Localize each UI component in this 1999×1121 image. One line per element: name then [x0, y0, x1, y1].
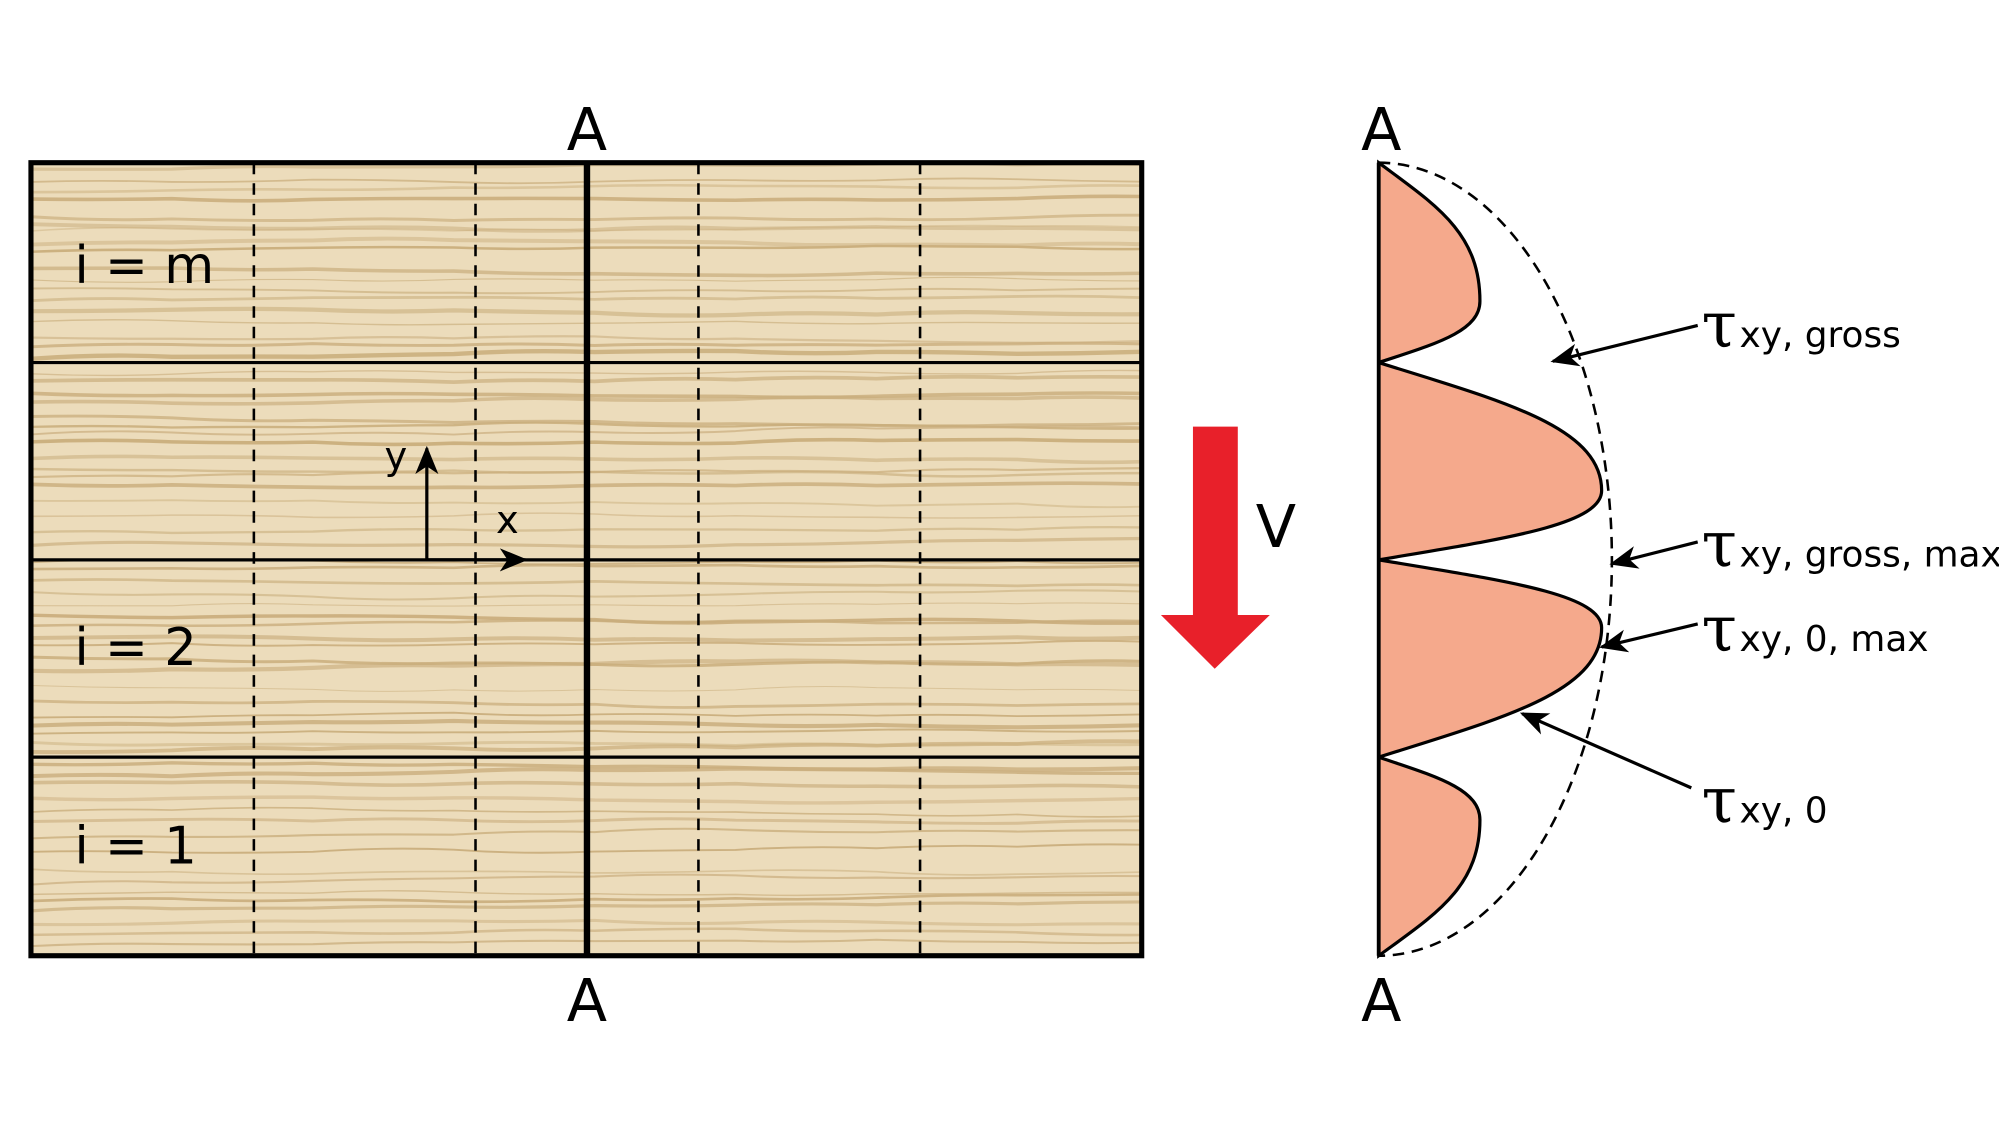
grain-line	[30, 900, 1142, 913]
grain-line	[30, 276, 1142, 283]
grain-line	[30, 306, 1142, 318]
y-axis-label: y	[385, 434, 408, 479]
grain-line	[30, 236, 1142, 248]
grain-line	[30, 194, 1142, 203]
wood-grain	[30, 162, 1142, 948]
grain-line	[30, 525, 1142, 535]
grain-line	[30, 391, 1142, 400]
grain-line	[30, 806, 1142, 818]
clt-panel: i = m i = 2 i = 1	[28, 160, 1145, 959]
grain-line	[30, 287, 1142, 295]
grain-line	[30, 918, 1142, 927]
label-tau-xy-gross-max: τxy, gross, max	[1702, 508, 1999, 582]
grain-line	[30, 294, 1142, 303]
grain-line	[30, 766, 1142, 779]
grain-line	[30, 454, 1142, 465]
grain-line	[30, 213, 1142, 222]
grain-line	[30, 699, 1142, 709]
grain-line	[30, 780, 1142, 789]
layer-label-2: i = 2	[75, 618, 197, 678]
grain-line	[30, 481, 1142, 490]
grain-line	[30, 739, 1142, 754]
grain-line	[30, 335, 1142, 344]
grain-line	[30, 348, 1142, 362]
label-tau-xy-0: τxy, 0	[1702, 764, 1828, 838]
grain-line	[30, 369, 1142, 377]
shear-force-label: V	[1256, 492, 1296, 561]
grain-line	[30, 634, 1142, 643]
grain-line	[30, 639, 1142, 647]
grain-line	[30, 728, 1142, 735]
layer-label-1: i = 1	[75, 816, 197, 876]
grain-line	[30, 563, 1142, 571]
grain-line	[30, 512, 1142, 519]
coordinate-axes	[415, 445, 529, 572]
grain-line	[30, 437, 1142, 447]
grain-line	[30, 827, 1142, 840]
grain-line	[30, 873, 1142, 886]
callout-arrow-0	[1519, 712, 1692, 790]
grain-line	[30, 224, 1142, 232]
grain-line	[30, 425, 1142, 436]
callout-arrow-gross	[1550, 323, 1699, 367]
grain-line	[30, 222, 1142, 233]
grain-line	[30, 183, 1142, 194]
grain-line	[30, 868, 1142, 876]
grain-line	[30, 795, 1142, 805]
panel-border	[28, 160, 1145, 959]
grain-line	[30, 578, 1142, 588]
grain-line	[30, 927, 1142, 937]
section-label-right-bottom: A	[1361, 966, 1401, 1035]
grain-line	[30, 341, 1142, 349]
grain-line	[30, 711, 1142, 719]
grain-line	[30, 817, 1142, 825]
section-label-right-top: A	[1361, 95, 1401, 164]
grain-line	[30, 395, 1142, 406]
stress-profile-tau-xy-0	[1377, 159, 1604, 959]
grain-line	[30, 266, 1142, 278]
grain-line	[30, 890, 1142, 897]
grain-line	[30, 602, 1142, 607]
grain-line	[30, 319, 1142, 326]
grain-line	[30, 177, 1142, 185]
label-tau-xy-0-max: τxy, 0, max	[1702, 593, 1929, 667]
shear-stress-distribution	[1376, 159, 1614, 959]
section-label-top: A	[567, 95, 607, 164]
grain-line	[30, 893, 1142, 904]
grain-line	[30, 244, 1142, 254]
grain-line	[30, 374, 1142, 385]
grain-line	[30, 761, 1142, 776]
shear-force-arrow	[1160, 426, 1270, 669]
grain-line	[30, 467, 1142, 479]
label-tau-xy-gross: τxy, gross	[1702, 289, 1901, 363]
section-label-bottom: A	[567, 966, 607, 1035]
grain-line	[30, 658, 1142, 674]
grain-line	[30, 718, 1142, 730]
grain-line	[30, 589, 1142, 601]
grain-line	[30, 685, 1142, 692]
callout-arrows	[1519, 323, 1699, 790]
grain-line	[30, 499, 1142, 509]
grain-line	[30, 619, 1142, 628]
callout-arrow-gross-max	[1609, 540, 1699, 569]
callout-arrow-0-max	[1599, 622, 1699, 653]
x-axis-label: x	[496, 498, 519, 543]
grain-line	[30, 843, 1142, 854]
grain-line	[30, 938, 1142, 948]
grain-line	[30, 536, 1142, 549]
layer-label-m: i = m	[75, 236, 215, 296]
